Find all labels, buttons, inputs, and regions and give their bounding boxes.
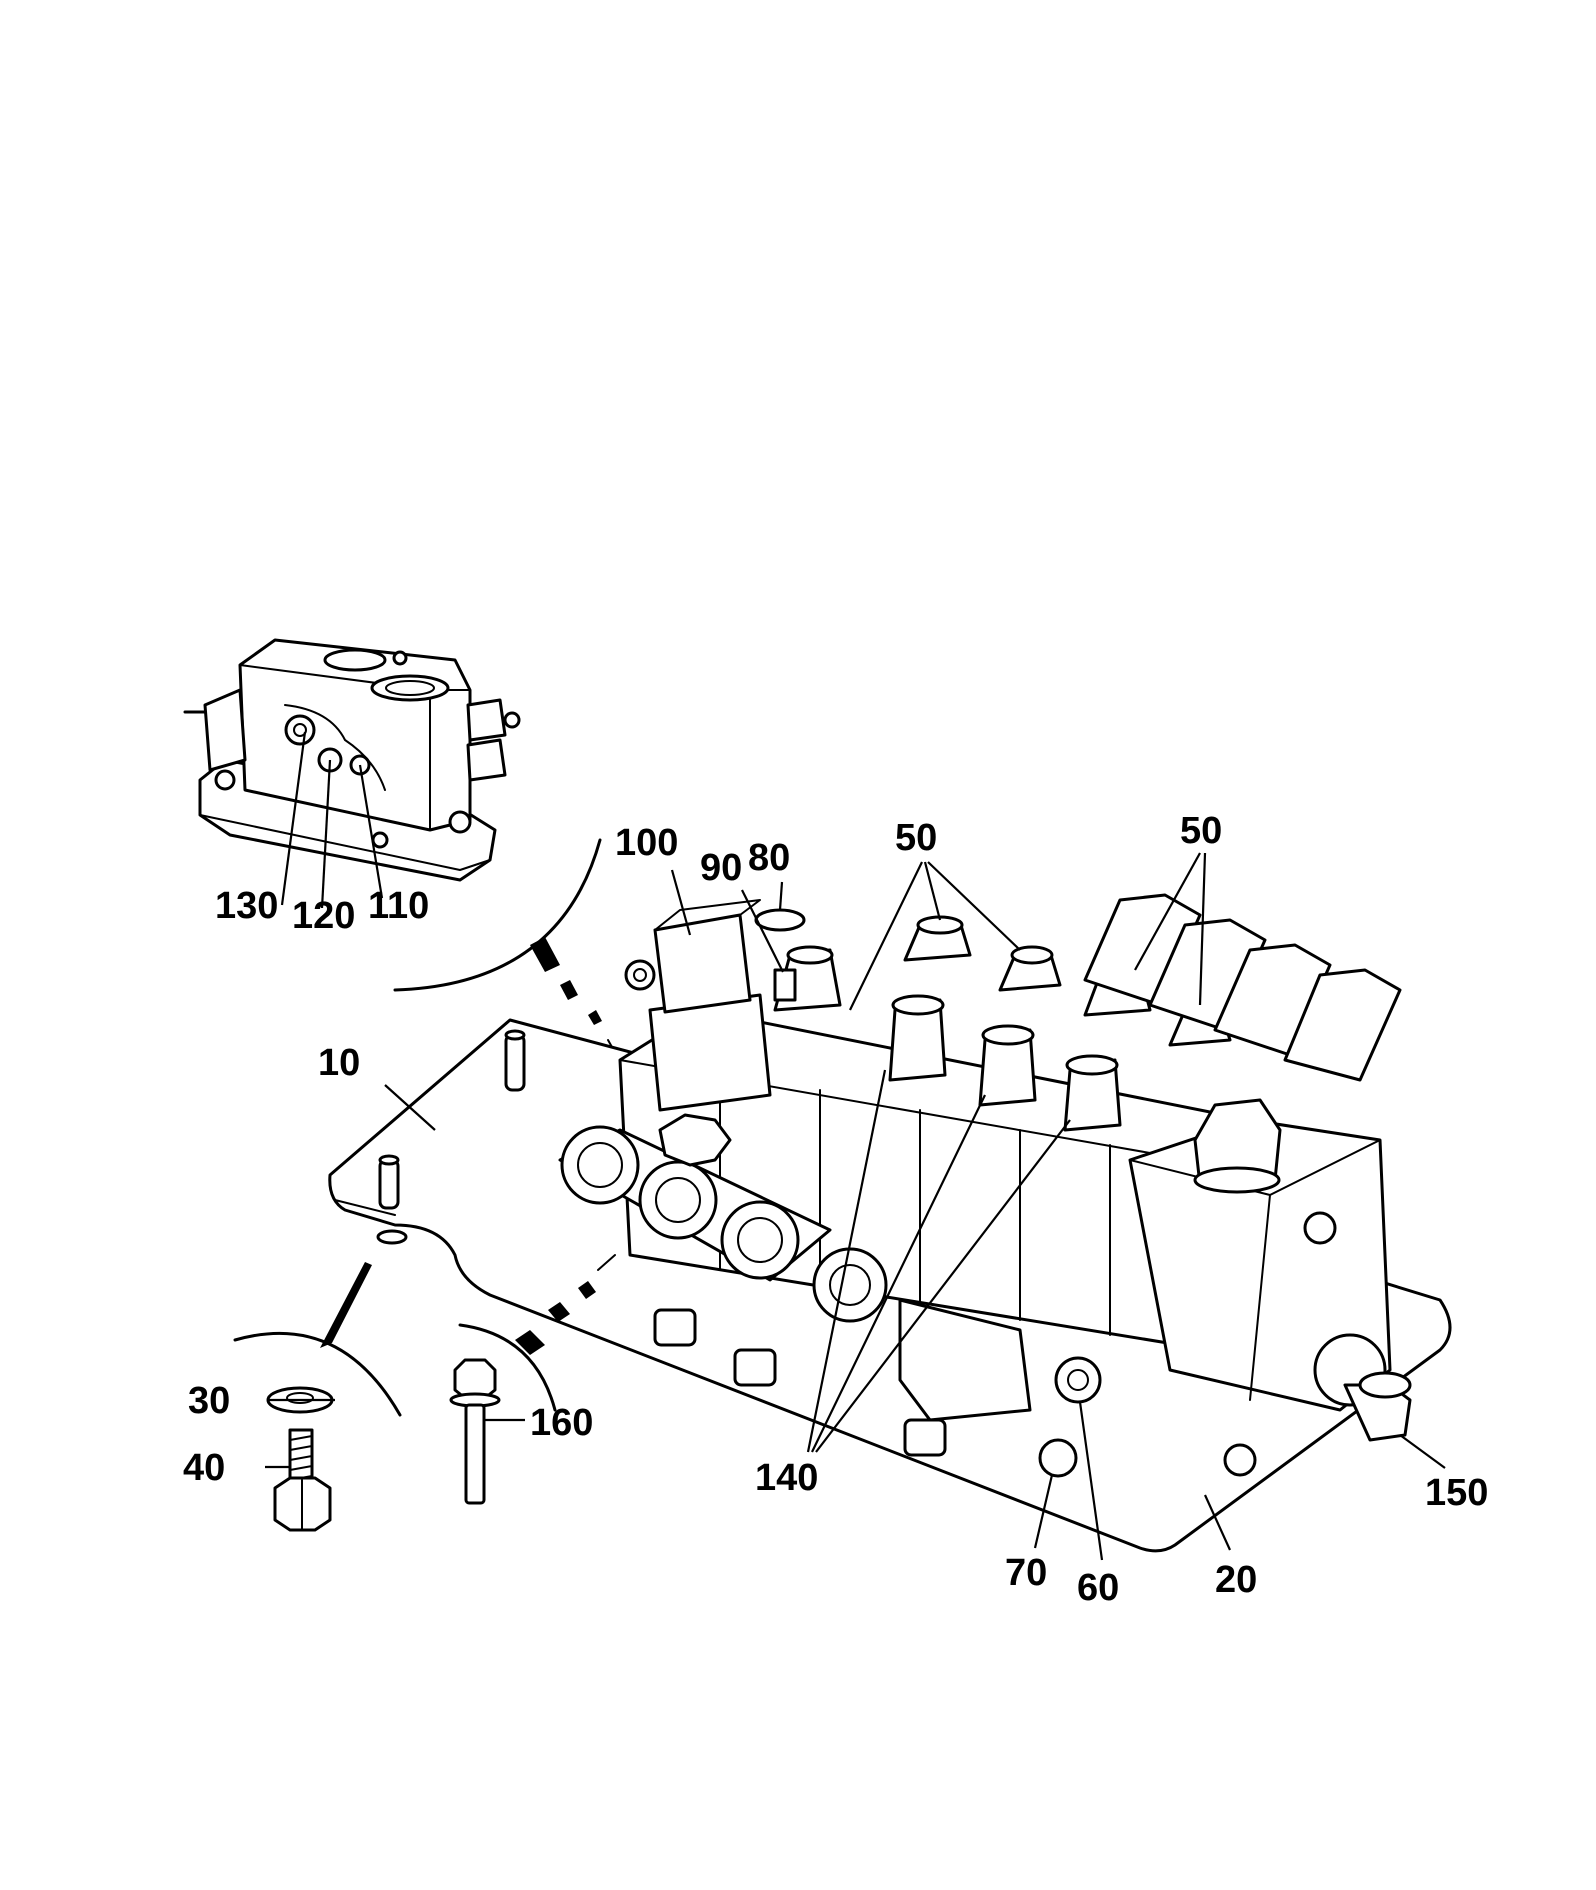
leader-lines bbox=[265, 731, 1446, 1561]
callout-10: 10 bbox=[318, 1042, 360, 1084]
callout-20: 20 bbox=[1215, 1559, 1257, 1601]
callout-140: 140 bbox=[755, 1457, 818, 1499]
bolt-40 bbox=[273, 1428, 332, 1532]
bolt-160 bbox=[449, 1358, 501, 1505]
callout-60: 60 bbox=[1077, 1567, 1119, 1609]
port-fitting-80 bbox=[754, 908, 806, 932]
hex-port-caps bbox=[888, 994, 1122, 1132]
fitting-90 bbox=[773, 968, 797, 1002]
callout-120: 120 bbox=[292, 895, 355, 937]
spool-ends bbox=[653, 1298, 1032, 1457]
callout-50-right: 50 bbox=[1180, 810, 1222, 852]
detail-arc-lower-mid bbox=[458, 1323, 557, 1412]
callout-40: 40 bbox=[183, 1447, 225, 1489]
callout-130: 130 bbox=[215, 885, 278, 927]
callout-80: 80 bbox=[748, 837, 790, 879]
solenoid-cylinders bbox=[1083, 893, 1402, 1082]
callout-150: 150 bbox=[1425, 1472, 1488, 1514]
front-ports bbox=[558, 1125, 888, 1323]
callout-110: 110 bbox=[368, 885, 429, 927]
callout-160: 160 bbox=[530, 1402, 593, 1444]
callout-50-left: 50 bbox=[895, 817, 937, 859]
detail-projection-dashes-upper bbox=[530, 937, 626, 1071]
inset-detail-valve-section bbox=[183, 638, 521, 882]
callout-30: 30 bbox=[188, 1380, 230, 1422]
callout-100: 100 bbox=[615, 822, 678, 864]
detail-projection-dashes-lower bbox=[515, 1254, 616, 1355]
callout-70: 70 bbox=[1005, 1552, 1047, 1594]
control-valve-assembly bbox=[558, 893, 1412, 1478]
callout-90: 90 bbox=[700, 847, 742, 889]
detail-arc-upper bbox=[393, 838, 602, 992]
detail-wedge-lower bbox=[320, 1262, 372, 1348]
callout-labels: 130 120 110 100 90 80 50 50 10 30 40 160… bbox=[183, 810, 1488, 1609]
